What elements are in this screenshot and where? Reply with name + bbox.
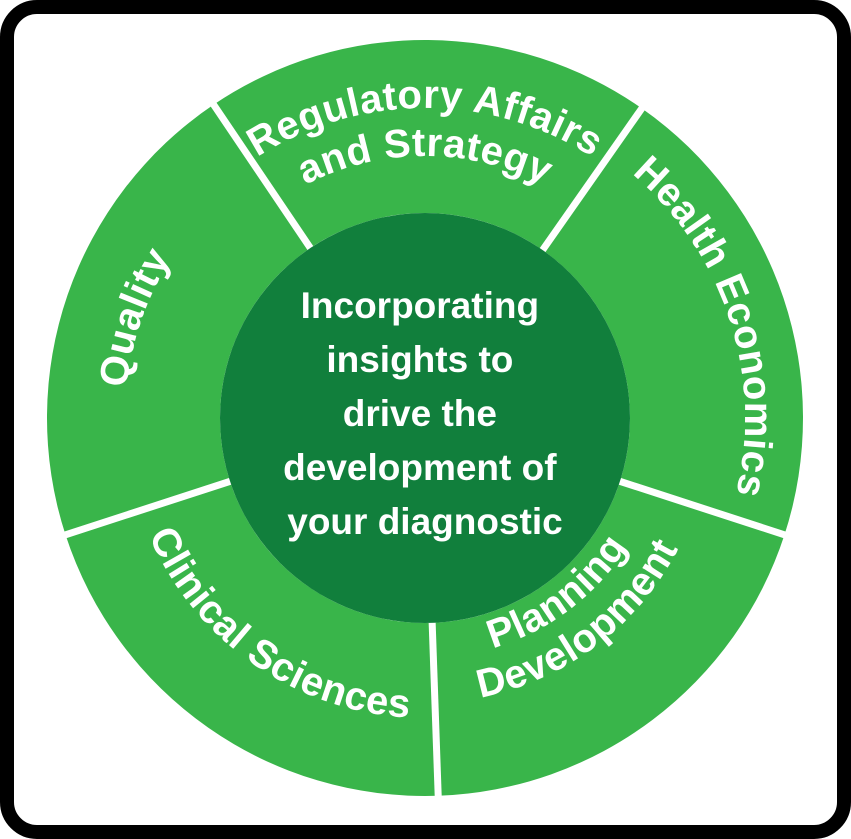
center-line-2: insights to: [326, 339, 513, 380]
segment-health-economics: [542, 108, 803, 535]
divider-line-1: [208, 99, 316, 254]
center-line-3: drive the: [343, 393, 497, 434]
center-line-4: development of: [283, 447, 557, 488]
center-line-1: Incorporating: [301, 285, 539, 326]
center-line-5: your diagnostic: [287, 501, 562, 542]
divider-line-3: [615, 476, 790, 540]
segment-regulatory: [213, 40, 642, 251]
divider-line-2: [537, 103, 647, 256]
center-text: Incorporating insights to drive the deve…: [283, 285, 567, 542]
segment-development-planning: [432, 481, 785, 796]
divider-line-5: [60, 476, 235, 540]
segments-layer: [46, 40, 803, 796]
center-circle: [220, 213, 630, 623]
segment-clinical-sciences: [65, 481, 439, 796]
dividers-layer: [60, 99, 790, 800]
segment-quality: [46, 104, 311, 535]
divider-line-4: [428, 618, 442, 800]
